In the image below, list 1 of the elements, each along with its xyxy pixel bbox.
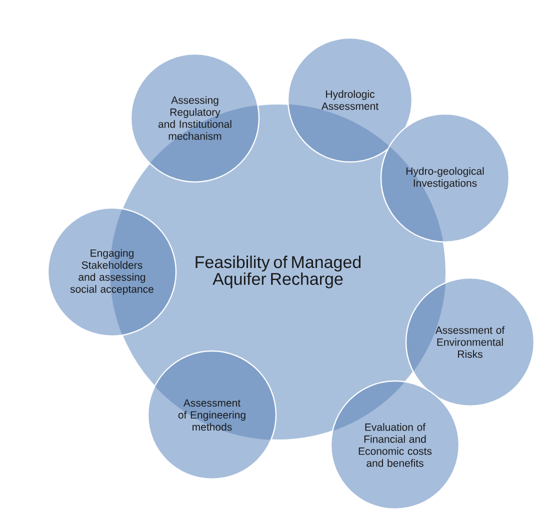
node-label: Assessment of Engineering methods	[178, 399, 246, 431]
